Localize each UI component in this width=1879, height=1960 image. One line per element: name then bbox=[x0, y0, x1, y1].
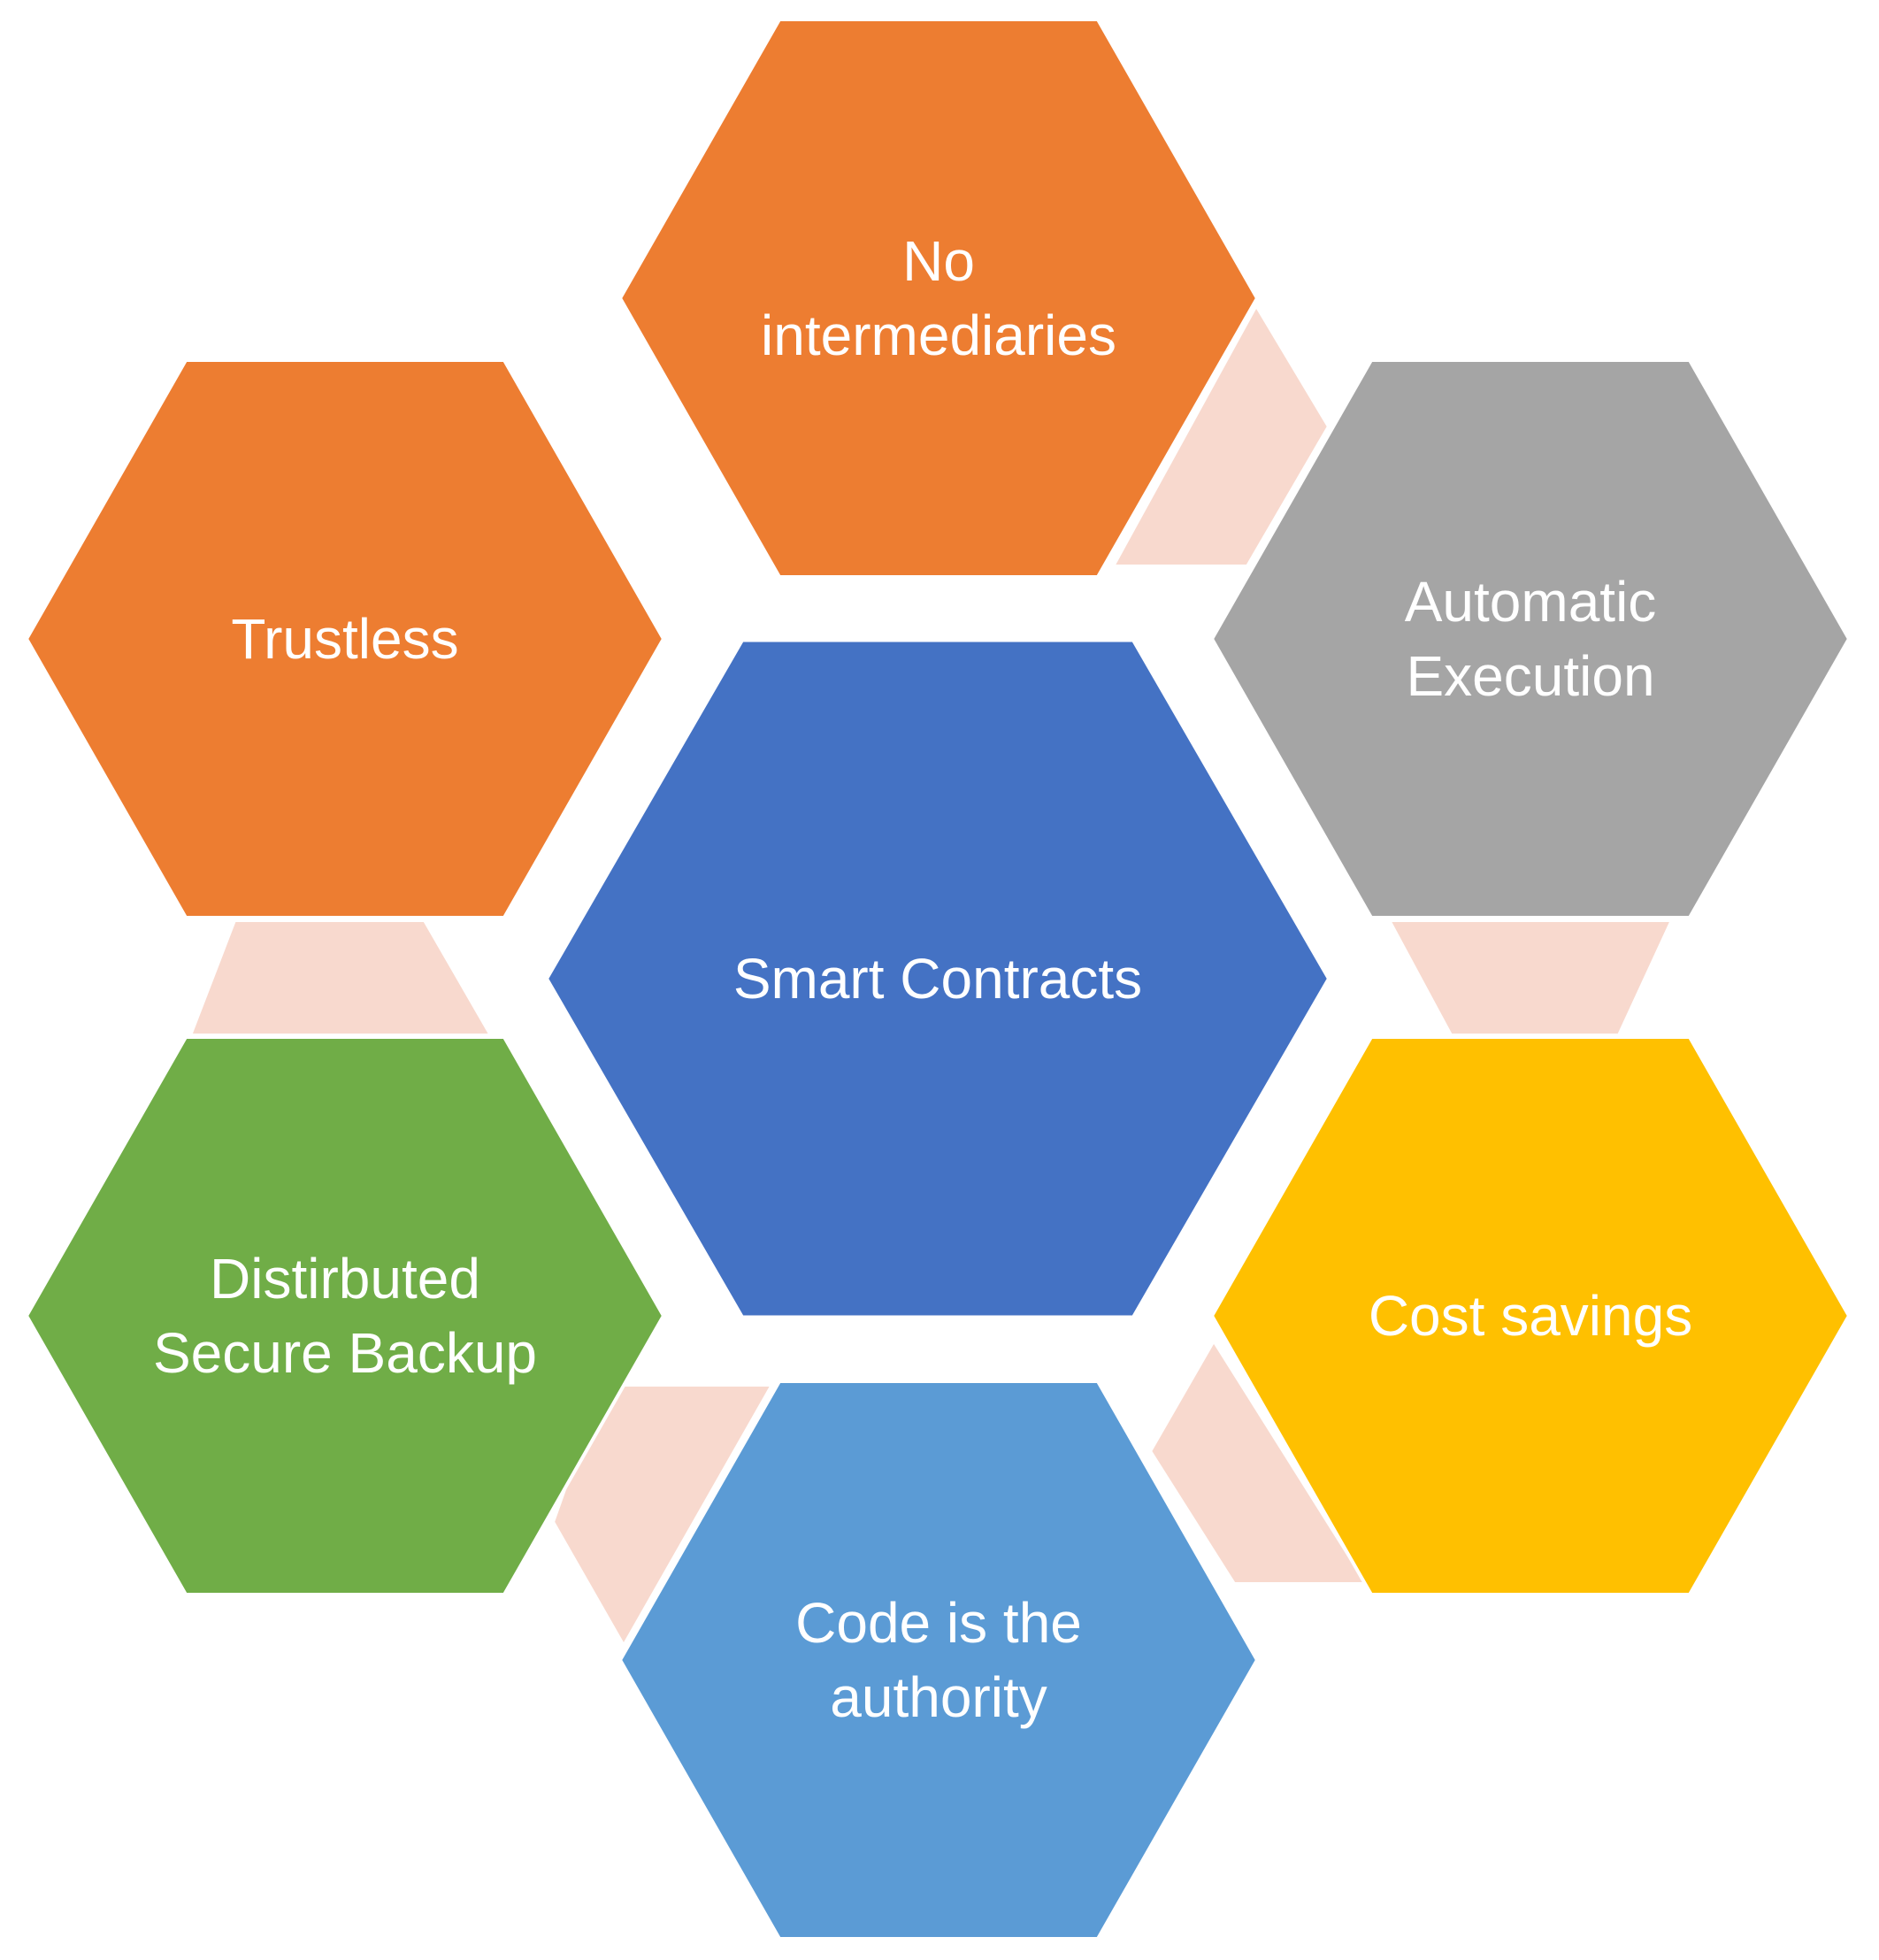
connector-bottom-right bbox=[1147, 1337, 1370, 1586]
hexagon-trustless bbox=[24, 358, 666, 919]
label-cost-savings: Cost savings bbox=[1369, 1284, 1692, 1348]
connector-left bbox=[188, 919, 495, 1037]
label-smart-contracts: Smart Contracts bbox=[733, 947, 1142, 1011]
hexagon-automatic-execution bbox=[1209, 358, 1852, 919]
hexagon-distributed-secure-backup bbox=[24, 1035, 666, 1596]
connector-layer bbox=[188, 301, 1676, 1650]
label-trustless: Trustless bbox=[231, 607, 458, 671]
connector-top-right bbox=[1109, 301, 1331, 568]
connector-right bbox=[1385, 919, 1676, 1037]
hexagon-smart-contracts bbox=[544, 638, 1331, 1319]
hexagon-code-is-the-authority bbox=[617, 1380, 1260, 1941]
hexagon-no-intermediaries bbox=[617, 18, 1260, 579]
hexagon-cost-savings bbox=[1209, 1035, 1852, 1596]
